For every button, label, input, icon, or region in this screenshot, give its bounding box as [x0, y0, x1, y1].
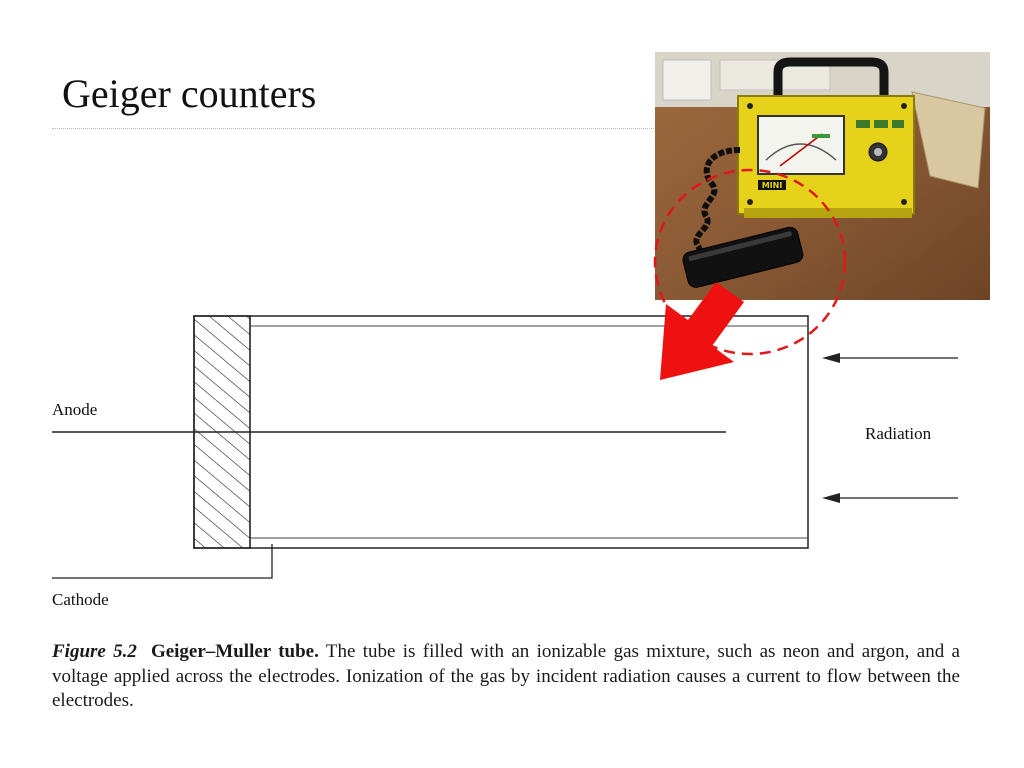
radiation-arrow-top: [822, 353, 958, 363]
caption-heading: Geiger–Muller tube.: [150, 641, 319, 662]
title-divider: [52, 128, 662, 129]
anode-label: Anode: [52, 400, 98, 419]
figure-label: Figure 5.2: [52, 641, 137, 662]
cathode-lead: [52, 544, 273, 579]
slide-title: Geiger counters: [62, 71, 317, 116]
figure-caption: Figure 5.2 Geiger–Muller tube. The tube i…: [52, 640, 960, 714]
caption-text: The tube is filled with an ionizable gas…: [52, 641, 960, 712]
cathode-label: Cathode: [52, 590, 109, 609]
radiation-arrow-bottom: [822, 493, 958, 503]
radiation-label: Radiation: [865, 424, 932, 443]
